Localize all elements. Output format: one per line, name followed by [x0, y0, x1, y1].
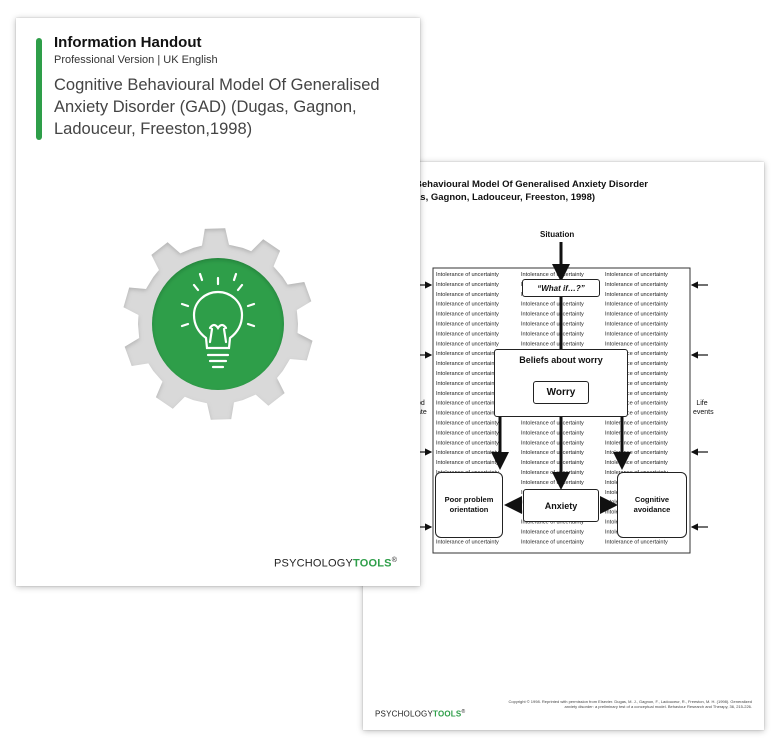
intolerance-text-81: Intolerance of uncertainty [436, 539, 499, 545]
intolerance-text-17: Intolerance of uncertainty [605, 322, 668, 328]
handout-subtitle: Professional Version | UK English [54, 54, 218, 66]
intolerance-text-20: Intolerance of uncertainty [605, 331, 668, 337]
intolerance-text-46: Intolerance of uncertainty [521, 421, 584, 427]
intolerance-text-11: Intolerance of uncertainty [605, 302, 668, 308]
intolerance-text-18: Intolerance of uncertainty [436, 331, 499, 337]
poor-problem-orientation-node: Poor problem orientation [435, 472, 503, 538]
intolerance-text-30: Intolerance of uncertainty [436, 371, 499, 377]
intolerance-text-23: Intolerance of uncertainty [605, 341, 668, 347]
brand-tools: TOOLS [353, 557, 392, 570]
diagram-page: Behavioural Model Of Generalised Anxiety… [363, 162, 764, 730]
left-cut-line1: od [417, 400, 425, 407]
intolerance-text-83: Intolerance of uncertainty [605, 539, 668, 545]
diagram-title-line1: Behavioural Model Of Generalised Anxiety… [415, 179, 648, 190]
copyright-text: Copyright © 1998. Reprinted with permiss… [508, 699, 752, 710]
intolerance-text-82: Intolerance of uncertainty [521, 539, 584, 545]
intolerance-text-26: Intolerance of uncertainty [605, 351, 668, 357]
intolerance-text-35: Intolerance of uncertainty [605, 381, 668, 387]
worry-node: Worry [533, 381, 589, 404]
intolerance-text-79: Intolerance of uncertainty [521, 529, 584, 535]
intolerance-text-41: Intolerance of uncertainty [605, 401, 668, 407]
intolerance-text-47: Intolerance of uncertainty [605, 421, 668, 427]
life-events-label: Life events [693, 400, 714, 416]
intolerance-text-27: Intolerance of uncertainty [436, 361, 499, 367]
left-cut-label: od ate [417, 399, 427, 417]
intolerance-text-55: Intolerance of uncertainty [521, 450, 584, 456]
intolerance-text-59: Intolerance of uncertainty [605, 460, 668, 466]
intolerance-text-16: Intolerance of uncertainty [521, 322, 584, 328]
intolerance-text-45: Intolerance of uncertainty [436, 421, 499, 427]
intolerance-text-29: Intolerance of uncertainty [605, 361, 668, 367]
intolerance-text-56: Intolerance of uncertainty [605, 450, 668, 456]
intolerance-text-58: Intolerance of uncertainty [521, 460, 584, 466]
handout-cover-page: Information Handout Professional Version… [16, 18, 420, 586]
intolerance-text-64: Intolerance of uncertainty [521, 480, 584, 486]
intolerance-text-39: Intolerance of uncertainty [436, 401, 499, 407]
intolerance-text-24: Intolerance of uncertainty [436, 351, 499, 357]
intolerance-text-2: Intolerance of uncertainty [605, 272, 668, 278]
intolerance-text-6: Intolerance of uncertainty [436, 292, 499, 298]
handout-description: Cognitive Behavioural Model Of Generalis… [54, 76, 380, 138]
psychology-tools-logo-back: PSYCHOLOGYTOOLS® [375, 709, 465, 719]
brand-tools: TOOLS [433, 709, 462, 719]
what-if-node: “What if…?” [522, 279, 600, 297]
accent-bar [36, 38, 42, 140]
intolerance-text-76: Intolerance of uncertainty [521, 520, 584, 526]
intolerance-text-32: Intolerance of uncertainty [605, 371, 668, 377]
situation-label: Situation [540, 230, 575, 239]
intolerance-text-14: Intolerance of uncertainty [605, 312, 668, 318]
intolerance-text-49: Intolerance of uncertainty [521, 430, 584, 436]
intolerance-text-54: Intolerance of uncertainty [436, 450, 499, 456]
intolerance-text-13: Intolerance of uncertainty [521, 312, 584, 318]
intolerance-text-5: Intolerance of uncertainty [605, 282, 668, 288]
diagram-title: Behavioural Model Of Generalised Anxiety… [415, 178, 648, 204]
intolerance-text-53: Intolerance of uncertainty [605, 440, 668, 446]
intolerance-text-12: Intolerance of uncertainty [436, 312, 499, 318]
intolerance-text-57: Intolerance of uncertainty [436, 460, 499, 466]
left-cut-line2: ate [417, 409, 427, 416]
brand-psychology: PSYCHOLOGY [375, 709, 434, 719]
intolerance-text-22: Intolerance of uncertainty [521, 341, 584, 347]
intolerance-text-44: Intolerance of uncertainty [605, 411, 668, 417]
intolerance-text-36: Intolerance of uncertainty [436, 391, 499, 397]
brand-mark: ® [391, 557, 398, 564]
gear-inner-circle [152, 258, 284, 390]
intolerance-text-38: Intolerance of uncertainty [605, 391, 668, 397]
intolerance-text-21: Intolerance of uncertainty [436, 341, 499, 347]
psychology-tools-logo: PSYCHOLOGYTOOLS® [274, 557, 397, 570]
intolerance-text-1: Intolerance of uncertainty [521, 272, 584, 278]
intolerance-text-3: Intolerance of uncertainty [436, 282, 499, 288]
intolerance-text-48: Intolerance of uncertainty [436, 430, 499, 436]
diagram-title-line2: as, Gagnon, Ladouceur, Freeston, 1998) [415, 192, 596, 203]
intolerance-text-51: Intolerance of uncertainty [436, 440, 499, 446]
brand-mark: ® [461, 709, 466, 715]
intolerance-text-42: Intolerance of uncertainty [436, 411, 499, 417]
intolerance-text-33: Intolerance of uncertainty [436, 381, 499, 387]
cognitive-avoidance-node: Cognitive avoidance [617, 472, 687, 538]
lightbulb-gear-icon [118, 224, 318, 424]
intolerance-text-15: Intolerance of uncertainty [436, 322, 499, 328]
intolerance-text-9: Intolerance of uncertainty [436, 302, 499, 308]
intolerance-text-61: Intolerance of uncertainty [521, 470, 584, 476]
intolerance-text-10: Intolerance of uncertainty [521, 302, 584, 308]
intolerance-text-19: Intolerance of uncertainty [521, 331, 584, 337]
handout-title: Information Handout [54, 34, 202, 51]
anxiety-node: Anxiety [523, 489, 599, 522]
brand-psychology: PSYCHOLOGY [274, 557, 354, 570]
intolerance-text-0: Intolerance of uncertainty [436, 272, 499, 278]
intolerance-text-8: Intolerance of uncertainty [605, 292, 668, 298]
lightbulb-icon [180, 272, 256, 369]
intolerance-text-52: Intolerance of uncertainty [521, 440, 584, 446]
intolerance-text-50: Intolerance of uncertainty [605, 430, 668, 436]
